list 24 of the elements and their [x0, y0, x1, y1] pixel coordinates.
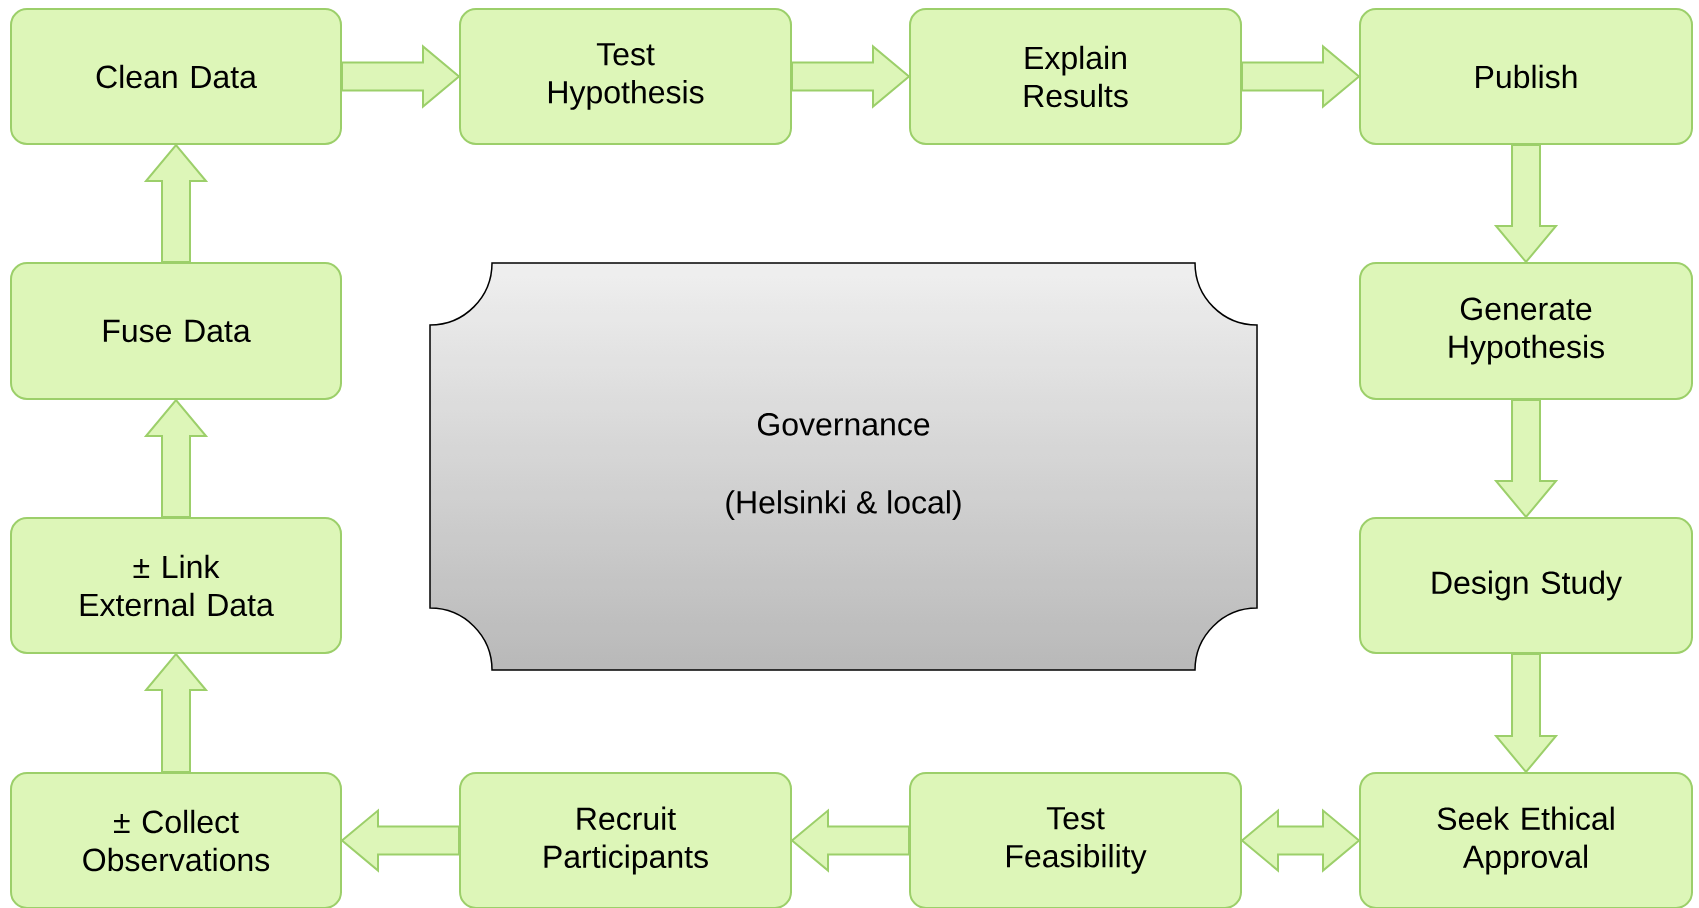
governance-panel: Governance (Helsinki & local): [429, 262, 1258, 671]
block-arrow: [1241, 44, 1361, 109]
block-arrow: [143, 143, 209, 263]
process-box: Test Hypothesis: [459, 8, 792, 145]
process-box: Test Feasibility: [909, 772, 1242, 908]
block-arrow: [143, 652, 209, 773]
block-arrow: [790, 808, 910, 873]
block-arrow: [341, 44, 461, 109]
process-box: Design Study: [1359, 517, 1693, 654]
block-arrow: [1493, 399, 1559, 519]
process-box: ± Link External Data: [10, 517, 342, 654]
process-box: Publish: [1359, 8, 1693, 145]
block-arrow: [1493, 144, 1559, 264]
process-box: Clean Data: [10, 8, 342, 145]
process-box: Generate Hypothesis: [1359, 262, 1693, 400]
process-box: ± Collect Observations: [10, 772, 342, 908]
block-arrow: [143, 398, 209, 518]
process-box: Recruit Participants: [459, 772, 792, 908]
process-box: Fuse Data: [10, 262, 342, 400]
block-arrow: [340, 808, 460, 873]
process-box: Seek Ethical Approval: [1359, 772, 1693, 908]
block-arrow: [1493, 653, 1559, 774]
process-box: Explain Results: [909, 8, 1242, 145]
block-arrow: [791, 44, 911, 109]
